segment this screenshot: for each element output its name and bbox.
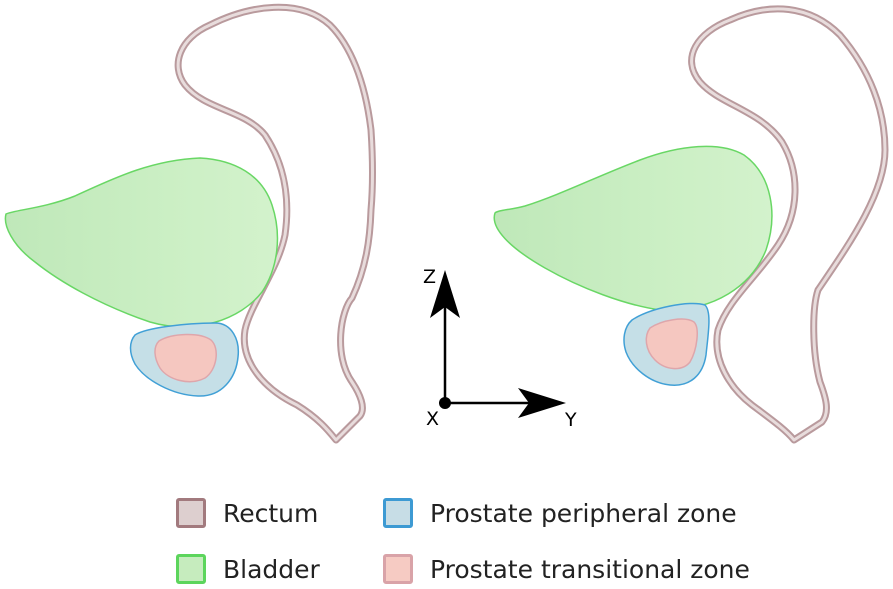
y-axis-label: Y (564, 409, 577, 431)
left-bladder (4, 157, 279, 328)
legend-label-rectum: Rectum (223, 498, 319, 528)
legend-label-transitional-zone: Prostate transitional zone (430, 554, 750, 584)
right-anatomy (493, 5, 889, 444)
transitional-zone-swatch (383, 554, 413, 584)
legend-item-transitional-zone: Prostate transitional zone (383, 552, 750, 586)
legend-item-peripheral-zone: Prostate peripheral zone (383, 496, 737, 530)
origin-dot (439, 397, 451, 409)
right-transitional-zone (645, 318, 698, 370)
rectum-swatch (176, 498, 206, 528)
legend: Rectum Bladder Prostate peripheral zone … (176, 496, 876, 586)
legend-label-bladder: Bladder (223, 554, 320, 584)
left-rectum (174, 3, 377, 444)
z-axis-label: Z (423, 266, 436, 288)
legend-label-peripheral-zone: Prostate peripheral zone (430, 498, 737, 528)
right-rectum (688, 5, 889, 444)
right-bladder (493, 145, 773, 311)
z-axis-arrowhead (430, 270, 460, 318)
peripheral-zone-swatch (383, 498, 413, 528)
legend-item-rectum: Rectum (176, 496, 318, 530)
bladder-swatch (176, 554, 206, 584)
y-axis-arrowhead (518, 388, 566, 418)
legend-item-bladder: Bladder (176, 552, 320, 586)
x-axis-label: X (426, 408, 439, 430)
left-anatomy (4, 3, 377, 444)
left-transitional-zone (154, 333, 217, 383)
coordinate-axes: Z Y X (423, 266, 577, 431)
